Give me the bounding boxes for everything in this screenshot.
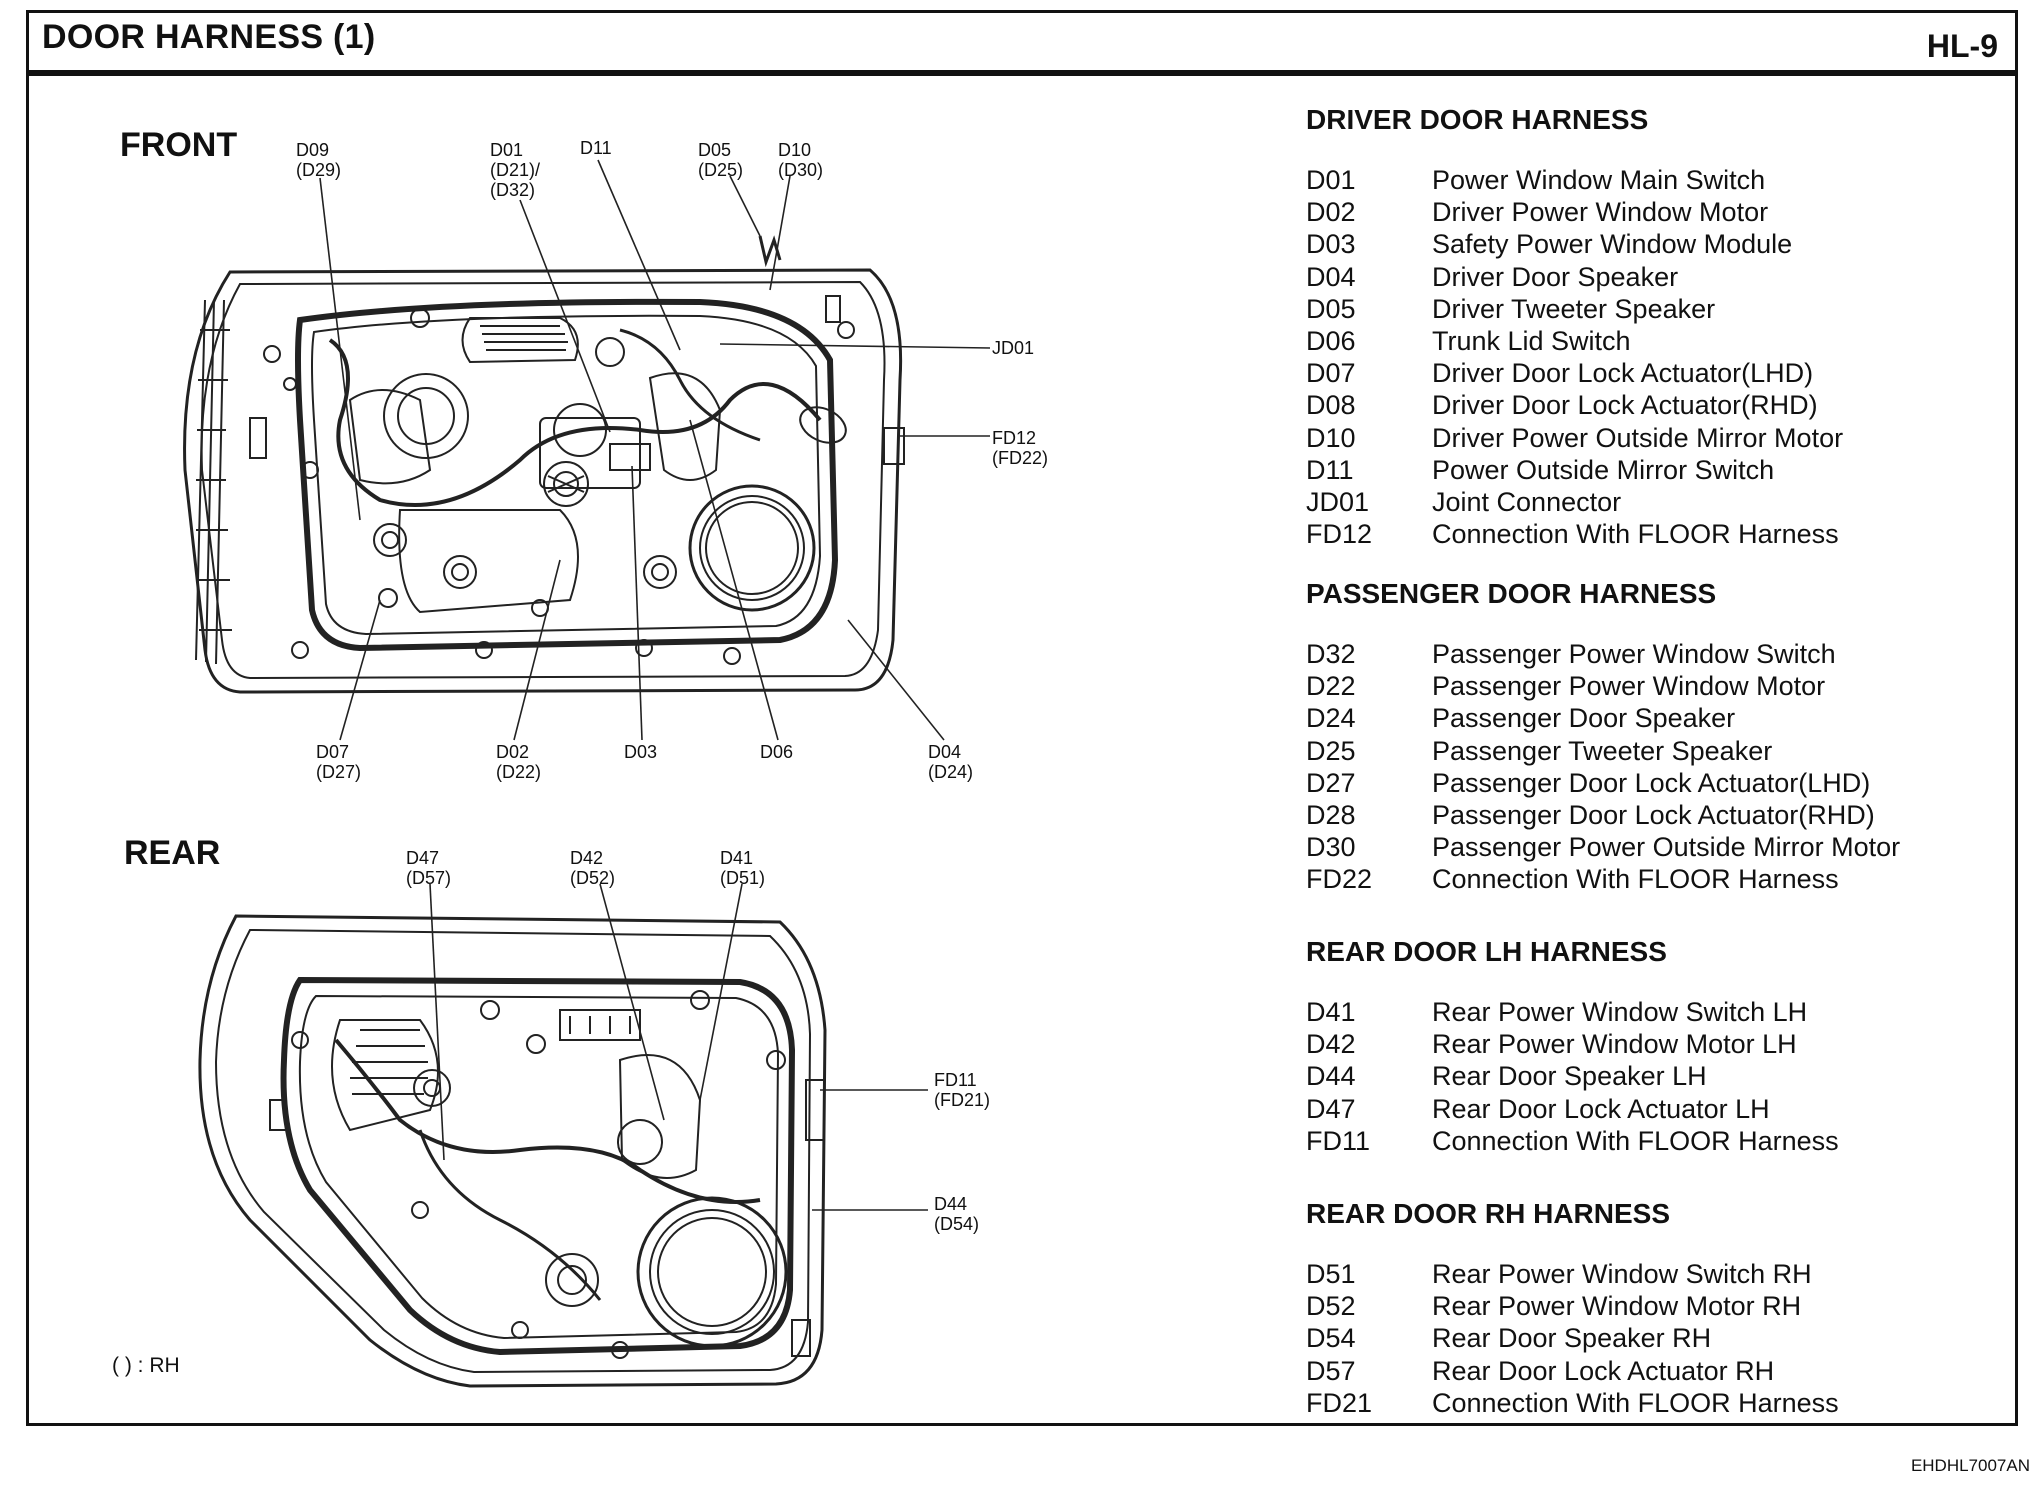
callout-jd01: JD01: [992, 338, 1034, 358]
callout-fd11-1: FD11: [934, 1070, 977, 1090]
rear-door-drawing: [198, 914, 827, 1388]
callout-fd11-2: (FD21): [934, 1090, 990, 1110]
callout-fd12-2: (FD22): [992, 448, 1048, 468]
callout-d05-2: (D25): [698, 160, 743, 180]
callout-d44-1: D44: [934, 1194, 967, 1214]
rear-callouts: D47 (D57) D42 (D52) D41 (D51) FD11 (FD21…: [406, 848, 990, 1234]
callout-d44-2: (D54): [934, 1214, 979, 1234]
page-code: HL-9: [1926, 28, 1998, 64]
callout-d02-1: D02: [496, 742, 529, 762]
callout-d10-2: (D30): [778, 160, 823, 180]
callout-d01-1: D01: [490, 140, 523, 160]
callout-d05-1: D05: [698, 140, 731, 160]
callout-d41-2: (D51): [720, 868, 765, 888]
title-rule: [26, 70, 2018, 76]
front-label: FRONT: [120, 126, 238, 164]
callout-d09-1: D09: [296, 140, 329, 160]
front-callouts: D09 (D29) D01 (D21)/ (D32) D11 D05 (D25)…: [296, 138, 1048, 782]
callout-d02-2: (D22): [496, 762, 541, 782]
callout-d41-1: D41: [720, 848, 753, 868]
callout-d42-1: D42: [570, 848, 603, 868]
callout-d07-1: D07: [316, 742, 349, 762]
callout-d04-1: D04: [928, 742, 961, 762]
callout-d04-2: (D24): [928, 762, 973, 782]
callout-d03: D03: [624, 742, 657, 762]
callout-d06: D06: [760, 742, 793, 762]
rear-label: REAR: [124, 834, 221, 872]
callout-d11: D11: [580, 138, 612, 158]
callout-d09-2: (D29): [296, 160, 341, 180]
callout-d01-2: (D21)/: [490, 160, 540, 180]
harness-title: REAR DOOR RH HARNESS: [1306, 1198, 1671, 1229]
harness-title: DRIVER DOOR HARNESS: [1306, 104, 1649, 135]
document-id: EHDHL7007AN: [1910, 1456, 2030, 1475]
callout-d10-1: D10: [778, 140, 811, 160]
callout-d47-1: D47: [406, 848, 439, 868]
rh-legend: ( ) : RH: [112, 1354, 180, 1377]
front-door-drawing: [183, 235, 905, 694]
callout-d42-2: (D52): [570, 868, 615, 888]
callout-d47-2: (D57): [406, 868, 451, 888]
harness-title: REAR DOOR LH HARNESS: [1306, 936, 1667, 967]
page-title: DOOR HARNESS (1): [42, 18, 376, 56]
callout-d07-2: (D27): [316, 762, 361, 782]
harness-title: PASSENGER DOOR HARNESS: [1306, 578, 1717, 609]
page-frame: [26, 10, 2018, 1426]
leader-lines: [319, 159, 991, 1211]
callout-d01-3: (D32): [490, 180, 535, 200]
callout-fd12-1: FD12: [992, 428, 1036, 448]
